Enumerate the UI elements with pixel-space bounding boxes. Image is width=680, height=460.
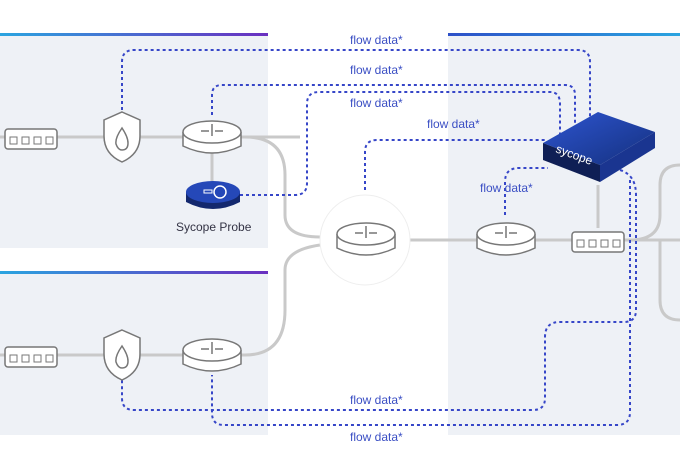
switch-icon [4,346,58,368]
sycope-probe-icon [186,181,240,209]
flow-label: flow data* [350,33,403,47]
firewall-icon [103,329,141,381]
accent-bar-right [448,33,680,36]
flow-label: flow data* [350,393,403,407]
accent-bar-bottom-left [0,271,268,274]
network-links [0,135,680,357]
sycope-appliance-icon: sycope [543,112,655,182]
switch-icon [571,231,625,253]
flow-label: flow data* [350,96,403,110]
router-icon [336,222,396,256]
router-icon [182,338,242,372]
flow-paths [121,49,637,426]
switch-icon [4,128,58,150]
router-icon [476,222,536,256]
router-icon [182,120,242,154]
accent-bar-top-left [0,33,268,36]
probe-label: Sycope Probe [176,220,252,234]
firewall-icon [103,111,141,163]
flow-label: flow data* [350,430,403,444]
flow-label: flow data* [350,63,403,77]
flow-label: flow data* [480,181,533,195]
flow-label: flow data* [427,117,480,131]
